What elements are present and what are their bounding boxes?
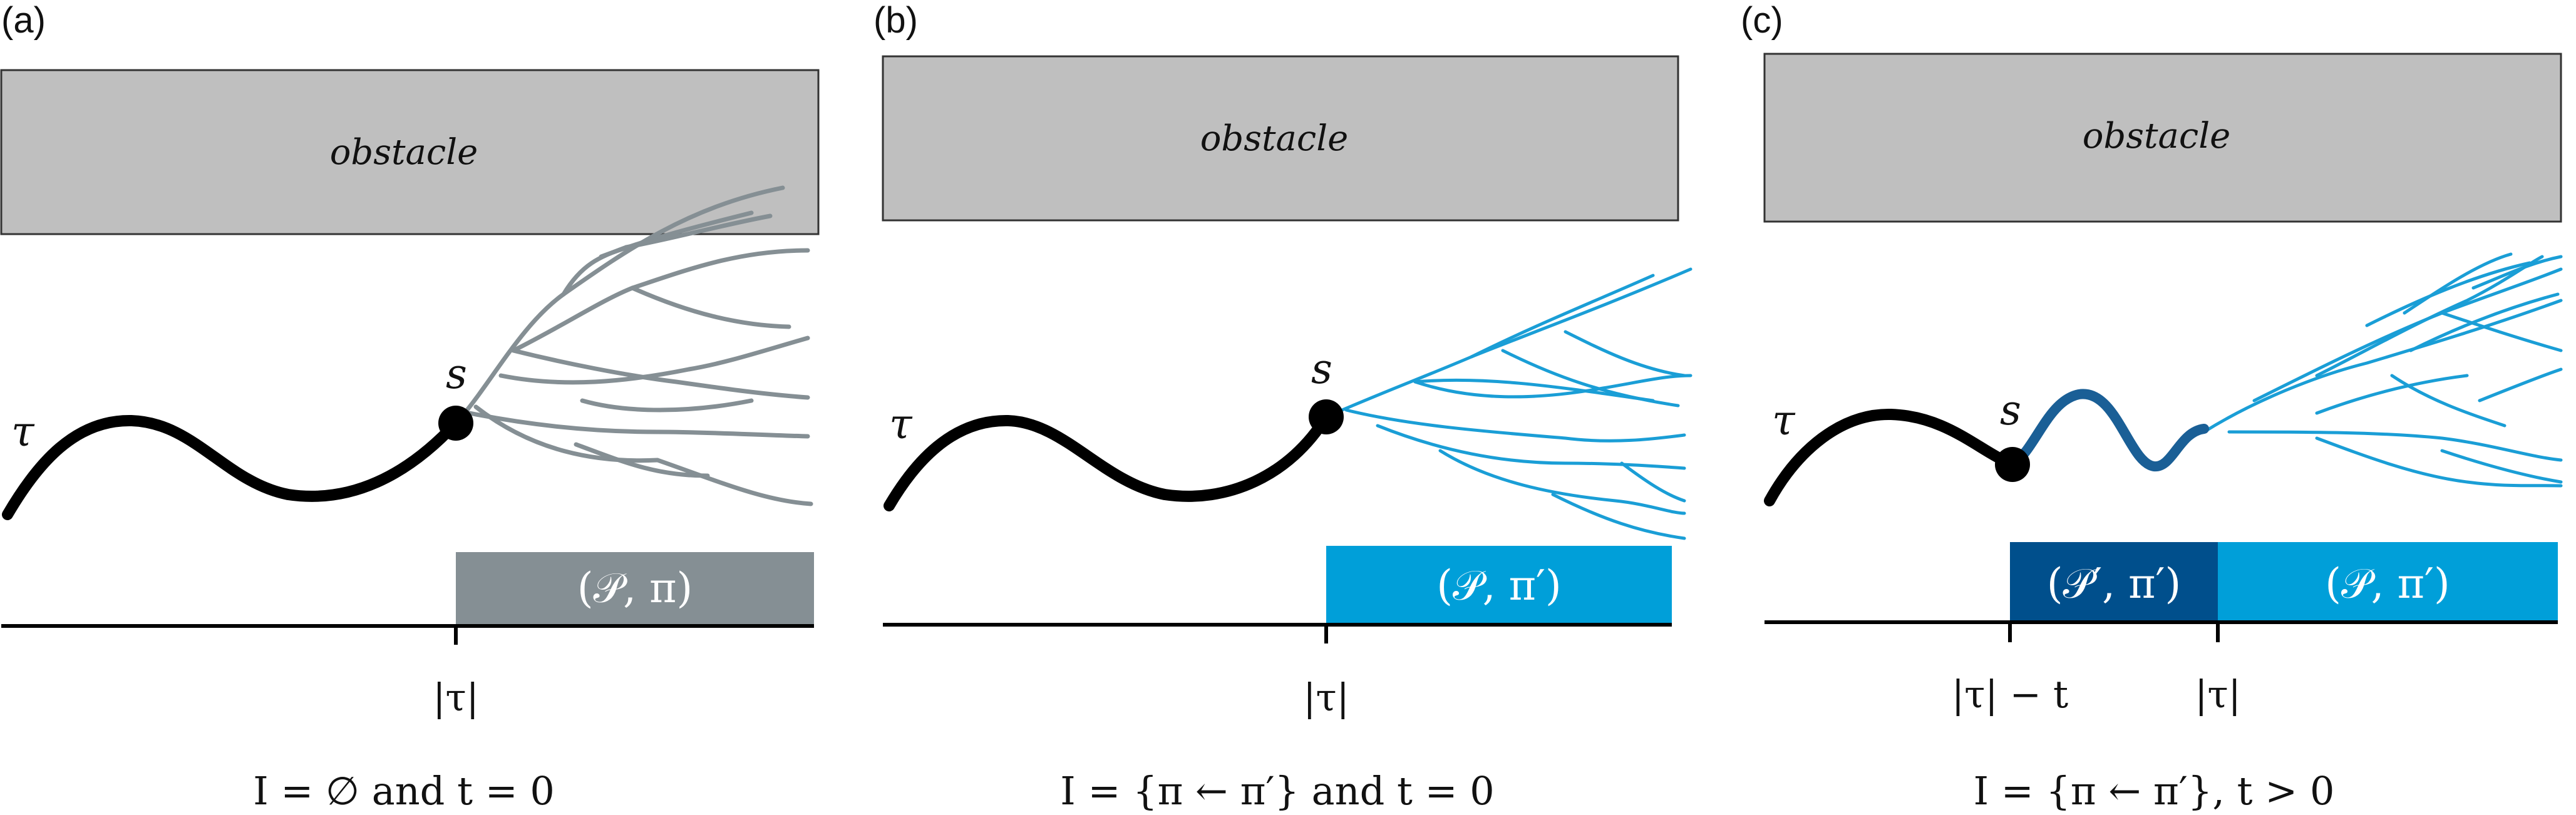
panel-b-tree xyxy=(1324,267,1692,540)
panel-b-tick-label: |τ| xyxy=(1303,676,1349,720)
panel-a-obstacle xyxy=(0,69,820,235)
panel-c-s-label: s xyxy=(2000,386,2021,434)
panel-c-trajectory xyxy=(1764,408,2018,506)
panel-c: (c) obstacle s τ (𝒫′, π′) (𝒫, π′) xyxy=(1741,0,2563,814)
panel-b-obstacle-label: obstacle xyxy=(1200,118,1349,159)
panel-c-label: (c) xyxy=(1741,0,1783,41)
panel-a-tick-label: |τ| xyxy=(433,676,479,720)
panel-c-box-prime xyxy=(2010,542,2218,622)
panel-c-obstacle-label: obstacle xyxy=(2083,116,2231,156)
panel-b: (b) obstacle s τ (𝒫, π′) |τ| I = {π ← π′… xyxy=(873,0,1692,814)
panel-c-box xyxy=(2218,542,2558,622)
panel-b-tau-label: τ xyxy=(889,400,913,448)
panel-b-box-text: (𝒫, π′) xyxy=(1436,561,1561,610)
panel-a-label: (a) xyxy=(1,0,46,41)
panel-c-tau-label: τ xyxy=(1772,396,1796,444)
panel-b-box xyxy=(1326,546,1672,623)
panel-c-caption: I = {π ← π′}, t > 0 xyxy=(1974,768,2335,814)
panel-a: (a) obstacle s τ (𝒫, π) |τ| I = ∅ and t xyxy=(0,0,820,814)
panel-a-trajectory xyxy=(2,414,461,520)
panel-c-new-segment xyxy=(2007,389,2209,471)
panel-c-tick-2-label: |τ| xyxy=(2195,673,2241,717)
panel-b-obstacle xyxy=(882,55,1679,222)
panel-a-tree xyxy=(453,185,813,506)
panel-a-box-text: (𝒫, π) xyxy=(577,564,693,612)
panel-c-tree xyxy=(2202,252,2563,488)
panel-b-trajectory xyxy=(884,411,1332,511)
panel-c-state-dot xyxy=(1995,447,2030,482)
panel-a-obstacle-label: obstacle xyxy=(330,132,478,173)
panel-a-tau-label: τ xyxy=(11,408,35,456)
panel-a-s-label: s xyxy=(446,350,467,398)
panel-a-box xyxy=(456,552,814,625)
panel-c-box-text: (𝒫, π′) xyxy=(2325,560,2450,608)
panel-a-state-dot xyxy=(438,406,473,441)
panel-a-caption: I = ∅ and t = 0 xyxy=(253,768,555,814)
panel-c-obstacle xyxy=(1763,53,2562,223)
panel-c-tick-1-label: |τ| − t xyxy=(1952,673,2068,717)
panel-b-label: (b) xyxy=(873,0,918,41)
panel-b-state-dot xyxy=(1309,399,1344,434)
panel-b-caption: I = {π ← π′} and t = 0 xyxy=(1060,768,1494,814)
panel-b-s-label: s xyxy=(1311,345,1332,393)
panel-c-box-prime-text: (𝒫′, π′) xyxy=(2047,560,2181,608)
